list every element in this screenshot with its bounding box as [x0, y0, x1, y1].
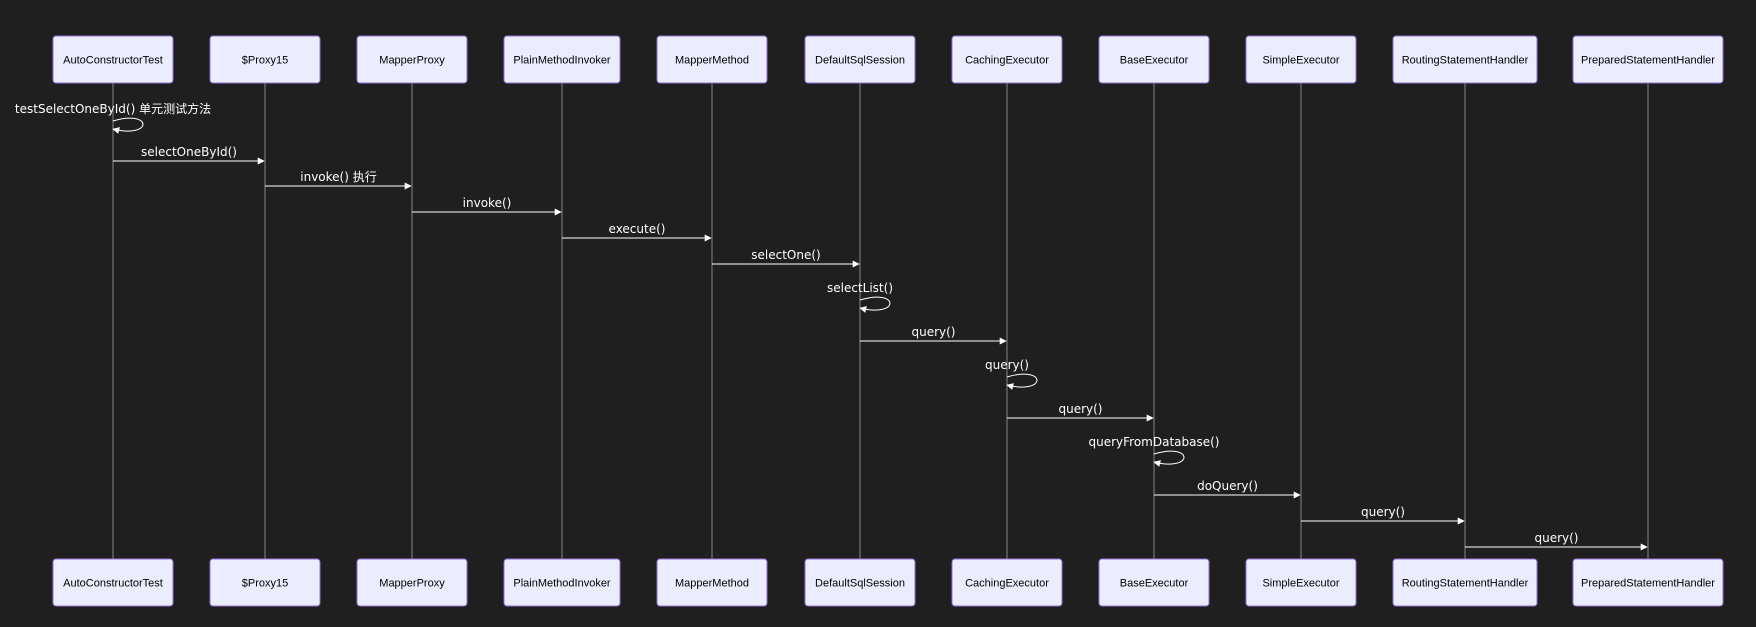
participant-top: RoutingStatementHandler: [1392, 35, 1538, 84]
participant-box: [356, 35, 468, 84]
message-label: query(): [1361, 505, 1405, 519]
participant-label: SimpleExecutor: [1262, 55, 1339, 67]
participant-label: DefaultSqlSession: [815, 55, 905, 67]
participant-box: [951, 558, 1063, 607]
message-label: queryFromDatabase(): [1089, 435, 1220, 449]
message-label: selectList(): [827, 281, 893, 295]
message-label: query(): [911, 325, 955, 339]
message-label: invoke(): [463, 196, 512, 210]
participant-bottom: $Proxy15: [209, 558, 321, 607]
message: query(): [985, 358, 1038, 390]
participant-label: CachingExecutor: [965, 578, 1049, 590]
message: execute(): [562, 222, 712, 242]
participant-top: DefaultSqlSession: [804, 35, 916, 84]
message-label: testSelectOneById() 单元测试方法: [15, 101, 211, 116]
participant-label: MapperProxy: [379, 578, 445, 590]
participant-top: $Proxy15: [209, 35, 321, 84]
participant-box: [209, 35, 321, 84]
participant-label: PreparedStatementHandler: [1581, 578, 1715, 590]
participant-label: RoutingStatementHandler: [1402, 578, 1529, 590]
participant-top: AutoConstructorTest: [52, 35, 174, 84]
participant-label: PlainMethodInvoker: [513, 578, 611, 590]
participant-box: [951, 35, 1063, 84]
participant-label: MapperMethod: [675, 55, 749, 67]
participant-box: [52, 558, 174, 607]
participant-label: DefaultSqlSession: [815, 578, 905, 590]
participant-label: CachingExecutor: [965, 55, 1049, 67]
participant-top: CachingExecutor: [951, 35, 1063, 84]
participant-label: BaseExecutor: [1120, 55, 1189, 67]
message-label: query(): [1534, 531, 1578, 545]
participant-label: AutoConstructorTest: [63, 55, 163, 67]
participant-bottom: MapperProxy: [356, 558, 468, 607]
participant-top: MapperMethod: [656, 35, 768, 84]
message-label: query(): [985, 358, 1029, 372]
message-label: selectOne(): [751, 248, 820, 262]
participant-label: BaseExecutor: [1120, 578, 1189, 590]
participant-box: [804, 558, 916, 607]
message: selectOne(): [712, 248, 860, 268]
participant-bottom: PlainMethodInvoker: [503, 558, 621, 607]
message-label: doQuery(): [1197, 479, 1258, 493]
participant-top: PlainMethodInvoker: [503, 35, 621, 84]
message-label: selectOneById(): [141, 145, 237, 159]
message: invoke() 执行: [265, 170, 412, 190]
message: query(): [1301, 505, 1465, 525]
participant-box: [1098, 35, 1210, 84]
participant-bottom: AutoConstructorTest: [52, 558, 174, 607]
message: testSelectOneById() 单元测试方法: [15, 101, 211, 134]
message: query(): [1465, 531, 1648, 551]
participant-box: [1572, 558, 1724, 607]
participant-box: [656, 558, 768, 607]
participant-bottom: MapperMethod: [656, 558, 768, 607]
participant-box: [1098, 558, 1210, 607]
participant-box: [503, 35, 621, 84]
participant-top: PreparedStatementHandler: [1572, 35, 1724, 84]
participant-box: [209, 558, 321, 607]
participant-box: [1392, 35, 1538, 84]
participant-box: [356, 558, 468, 607]
message: queryFromDatabase(): [1089, 435, 1220, 467]
participant-box: [1392, 558, 1538, 607]
message: invoke(): [412, 196, 562, 216]
self-message-arrow: [859, 296, 891, 313]
message-label: invoke() 执行: [300, 170, 376, 184]
participant-bottom: PreparedStatementHandler: [1572, 558, 1724, 607]
message: doQuery(): [1154, 479, 1301, 499]
participant-label: $Proxy15: [242, 578, 288, 590]
participant-box: [804, 35, 916, 84]
participant-label: AutoConstructorTest: [63, 578, 163, 590]
participant-bottom: DefaultSqlSession: [804, 558, 916, 607]
participant-box: [52, 35, 174, 84]
participant-box: [656, 35, 768, 84]
message: selectOneById(): [113, 145, 265, 165]
participant-top: SimpleExecutor: [1245, 35, 1357, 84]
message-label: query(): [1058, 402, 1102, 416]
self-message-arrow: [112, 117, 144, 134]
participant-bottom: RoutingStatementHandler: [1392, 558, 1538, 607]
participant-label: SimpleExecutor: [1262, 578, 1339, 590]
message: selectList(): [827, 281, 893, 313]
participant-label: $Proxy15: [242, 55, 288, 67]
participant-label: RoutingStatementHandler: [1402, 55, 1529, 67]
participant-box: [1572, 35, 1724, 84]
participant-top: MapperProxy: [356, 35, 468, 84]
message-label: execute(): [609, 222, 666, 236]
participant-bottom: SimpleExecutor: [1245, 558, 1357, 607]
participant-label: PreparedStatementHandler: [1581, 55, 1715, 67]
participant-bottom: BaseExecutor: [1098, 558, 1210, 607]
participant-label: PlainMethodInvoker: [513, 55, 611, 67]
participant-label: MapperMethod: [675, 578, 749, 590]
participant-label: MapperProxy: [379, 55, 445, 67]
participant-box: [1245, 558, 1357, 607]
self-message-arrow: [1153, 450, 1185, 467]
message: query(): [860, 325, 1007, 345]
participant-bottom: CachingExecutor: [951, 558, 1063, 607]
message: query(): [1007, 402, 1154, 422]
participant-top: BaseExecutor: [1098, 35, 1210, 84]
participant-box: [1245, 35, 1357, 84]
self-message-arrow: [1006, 373, 1038, 390]
participant-box: [503, 558, 621, 607]
